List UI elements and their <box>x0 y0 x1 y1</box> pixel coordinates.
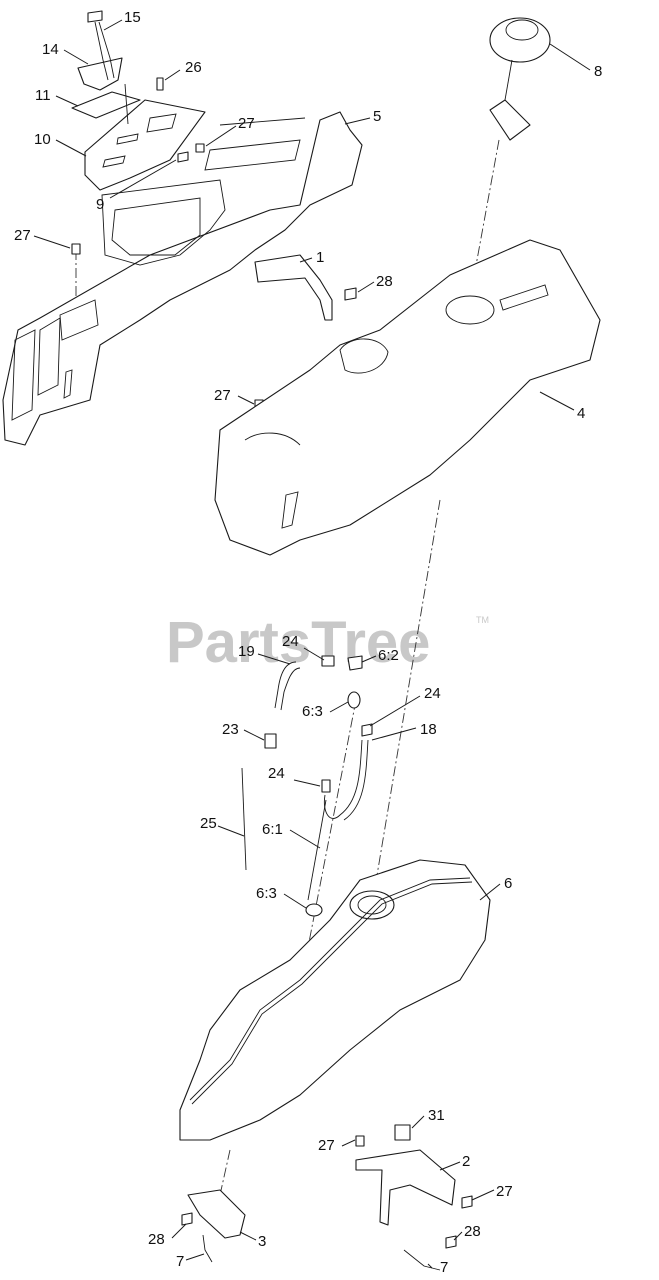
callout-27-console: 27 <box>238 115 255 132</box>
fitting-part-24-lower <box>321 779 331 793</box>
clip-part-9 <box>177 151 189 163</box>
throttle-base-part-14 <box>77 57 129 125</box>
callout-11: 11 <box>35 87 51 104</box>
fitting-part-24-right <box>361 723 373 737</box>
fitting-part-6-2 <box>347 655 363 671</box>
callout-6-3-upper: 6:3 <box>302 703 323 720</box>
callout-27-right: 27 <box>496 1183 513 1200</box>
callout-27-bracket: 27 <box>318 1137 335 1154</box>
callout-7-left: 7 <box>176 1253 184 1270</box>
centerline-tank-neck <box>371 499 441 906</box>
strap-part-7-left <box>202 1234 213 1263</box>
bolt-part-28-right <box>445 1235 457 1249</box>
callout-31: 31 <box>428 1107 445 1124</box>
fitting-part-24-upper <box>321 655 335 667</box>
grommet-part-6-3-upper <box>347 691 361 709</box>
callout-19: 19 <box>238 643 255 660</box>
callout-24-top: 24 <box>282 633 299 650</box>
watermark-text: PartsTree <box>166 610 430 675</box>
callout-25: 25 <box>200 815 217 832</box>
console-panel-part-5 <box>2 111 363 446</box>
callout-18: 18 <box>420 721 437 738</box>
callout-labels: 15 14 26 11 27 5 10 9 27 1 28 8 4 27 24 … <box>14 9 602 1276</box>
screw-part-27-left <box>71 243 81 255</box>
fuel-tank-part-6 <box>179 859 491 1141</box>
callout-28-right: 28 <box>464 1223 481 1240</box>
throttle-lever-part-15 <box>87 10 115 81</box>
bracket-part-3 <box>187 1189 246 1239</box>
callout-5: 5 <box>373 108 381 125</box>
screw-part-27-bracket <box>355 1135 365 1147</box>
screw-part-27-right <box>461 1195 473 1209</box>
bracket-part-2 <box>355 1149 456 1226</box>
bracket-part-1 <box>254 254 333 321</box>
decal-part-11 <box>71 91 141 119</box>
callout-23: 23 <box>222 721 239 738</box>
callout-10: 10 <box>34 131 51 148</box>
callout-15: 15 <box>124 9 141 26</box>
centerline-bracket-3 <box>219 1149 231 1196</box>
valve-part-23 <box>264 733 277 749</box>
callout-27-left: 27 <box>14 227 31 244</box>
callout-1: 1 <box>316 249 324 266</box>
tank-cover-part-4 <box>214 239 601 556</box>
callout-4: 4 <box>577 405 585 422</box>
callout-6-2: 6:2 <box>378 647 399 664</box>
callout-26: 26 <box>185 59 202 76</box>
tube-part-6-1 <box>307 799 327 901</box>
callout-2: 2 <box>462 1153 470 1170</box>
hose-part-18 <box>323 739 369 821</box>
control-plate-part-10 <box>84 99 206 191</box>
watermark-tm: TM <box>476 615 489 625</box>
grommet-part-31 <box>394 1124 411 1141</box>
callout-6-1: 6:1 <box>262 821 283 838</box>
callout-28-left: 28 <box>148 1231 165 1248</box>
bolt-part-28-left <box>181 1212 193 1226</box>
screw-part-26 <box>156 77 164 91</box>
callout-3: 3 <box>258 1233 266 1250</box>
callout-14: 14 <box>42 41 59 58</box>
callout-27-tank: 27 <box>214 387 231 404</box>
fuel-cap-part-8 <box>489 17 551 141</box>
callout-6-3-lower: 6:3 <box>256 885 277 902</box>
callout-6: 6 <box>504 875 512 892</box>
callout-7-right: 7 <box>440 1259 448 1276</box>
hose-part-19 <box>274 661 301 711</box>
callout-28-upper: 28 <box>376 273 393 290</box>
leader-lines <box>33 19 591 1269</box>
callout-9: 9 <box>96 196 104 213</box>
bolt-part-28-upper <box>344 287 357 301</box>
strap-part-7-right <box>403 1249 441 1271</box>
screw-part-27-console <box>195 143 205 153</box>
callout-24-lower: 24 <box>268 765 285 782</box>
callout-8: 8 <box>594 63 602 80</box>
centerline-vent <box>303 699 357 969</box>
callout-24-right: 24 <box>424 685 441 702</box>
grommet-part-6-3-lower <box>305 903 323 917</box>
cable-tie-part-25 <box>241 767 247 871</box>
